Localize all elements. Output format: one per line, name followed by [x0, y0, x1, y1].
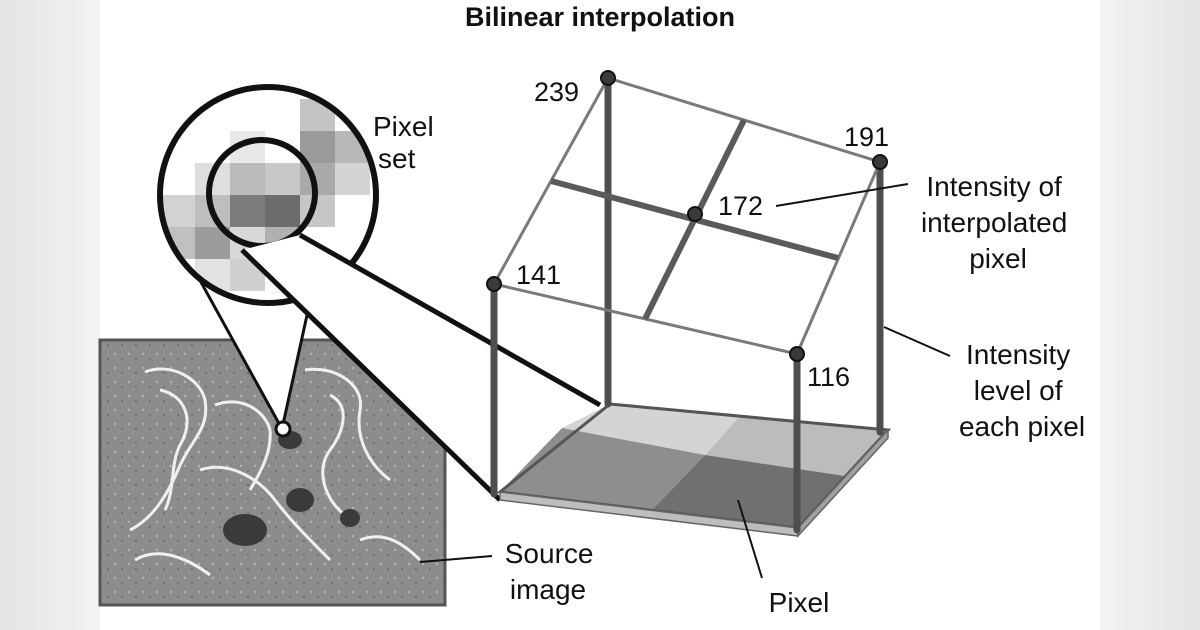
source-image — [98, 338, 447, 607]
label-pixel-set: Pixel set — [373, 111, 441, 174]
diagram-title: Bilinear interpolation — [465, 2, 735, 32]
node-top-right — [872, 154, 888, 170]
label-intensity-level: Intensity level of each pixel — [959, 339, 1085, 442]
label-interpolated-intensity: Intensity of interpolated pixel — [921, 171, 1075, 274]
intensity-posts — [490, 74, 884, 534]
node-interpolated — [687, 206, 703, 222]
value-bottom-left: 141 — [516, 260, 561, 290]
source-image-dark-spots — [223, 431, 360, 546]
intensity-nodes — [486, 70, 888, 362]
value-top-right: 191 — [844, 122, 889, 152]
value-interpolated: 172 — [718, 191, 763, 221]
right-margin — [1100, 0, 1200, 630]
leader-interpolated — [775, 183, 909, 207]
label-source-image: Source image — [505, 538, 602, 605]
left-margin — [0, 0, 100, 630]
leader-lines — [419, 183, 951, 579]
value-bottom-right: 116 — [807, 362, 850, 392]
zoom-beam — [240, 232, 602, 502]
node-bottom-left — [486, 276, 502, 292]
label-pixel: Pixel — [769, 587, 830, 618]
leader-pixel — [737, 499, 763, 579]
leader-intensity-level — [883, 326, 951, 357]
source-image-specimen — [129, 367, 422, 577]
node-bottom-right — [789, 346, 805, 362]
value-top-left: 239 — [534, 77, 579, 107]
leader-source-image — [419, 555, 493, 563]
node-top-left — [600, 70, 616, 86]
interpolation-surface — [491, 76, 883, 356]
